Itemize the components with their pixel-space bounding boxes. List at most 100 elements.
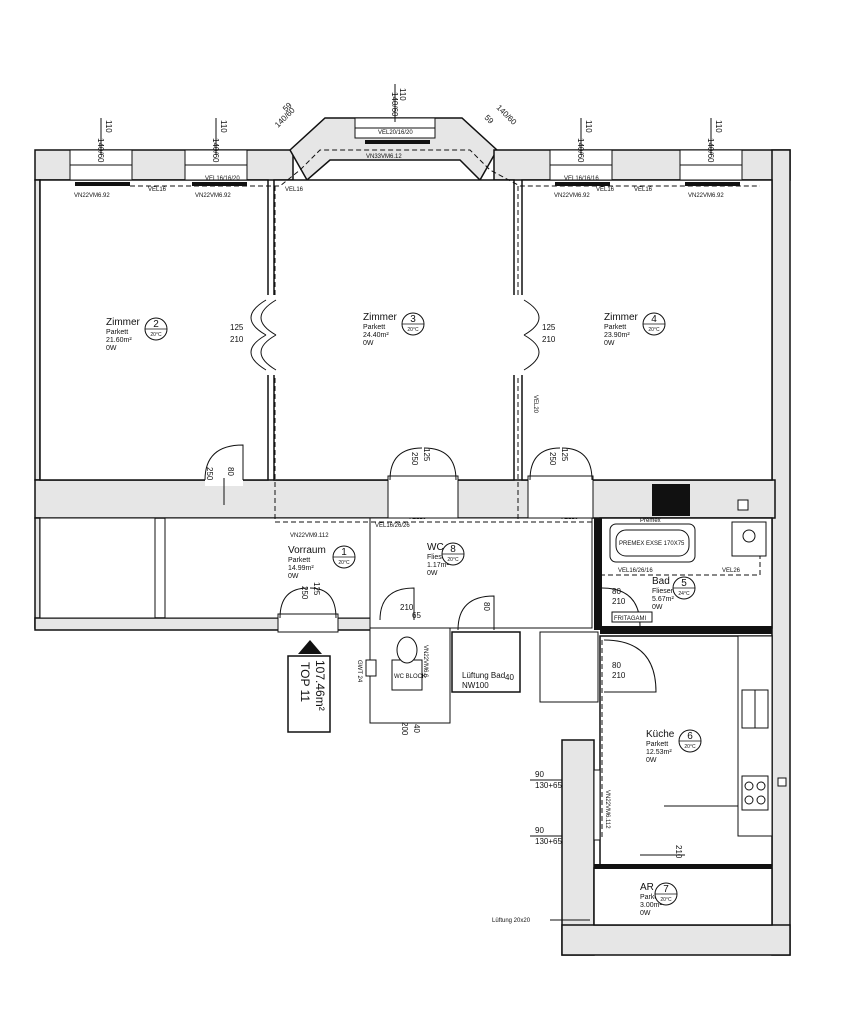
room-name: Vorraum [288,545,326,556]
unit-arrow-icon [298,640,322,654]
bath-washbasin-bowl [742,529,756,543]
room-watt: 0W [646,757,657,764]
bottom-wall [561,924,791,956]
door-bad-width: 80 [612,587,621,596]
gas-heater [365,659,377,677]
pipe-bath [600,530,761,576]
shaft-block [652,484,690,516]
heater-2-label: VN22VM6.92 [195,193,231,199]
room-temp: 20°C [660,897,672,903]
stove-burner-1 [744,781,754,791]
room-area: 23.90m² [604,332,630,339]
fritagami-box [611,611,653,623]
room-number: 4 [651,314,657,325]
door-34-height: 210 [542,335,556,344]
door-lb-width: 80 [482,602,491,611]
room-floor: Parkett [646,741,668,748]
unit-label: TOP 11 [298,662,312,702]
window-5-height: 110 [714,120,723,133]
room-name: AR [640,882,654,893]
corner-marker-2 [777,777,787,787]
room-floor: Parkett [604,324,626,331]
lueftung-bad-nw: NW100 [462,681,489,690]
heater-1 [75,182,130,186]
room-lueftung-bad [451,631,521,693]
room-area: 1.17m² [427,562,449,569]
room-wc-area [369,517,593,629]
dim-130-1: 130+65 [535,781,562,790]
door-kueche-height: 210 [612,671,626,680]
room-name: WC [427,542,444,553]
room-floor: Parkett [640,894,662,901]
bathtub-label: PREMEX EXSE 170X75 [619,541,685,547]
room-watt: 0W [288,573,299,580]
unit-area: 107.46m² [313,660,327,711]
room-name: Bad [652,576,670,587]
window-2-size: 140/60 [211,138,220,163]
door-z4-swing [529,447,593,481]
room-number: 7 [663,884,669,895]
room-temp: 20°C [447,557,459,563]
wc-toilet [396,636,418,664]
room-number: 5 [681,578,687,589]
room-number: 6 [687,731,693,742]
window-1-size: 140/60 [96,138,105,163]
heater-3-label: VN33VM6.12 [366,154,402,160]
room-area: 12.53m² [646,749,672,756]
gas-heater-label: GWT 24 [356,660,362,683]
corner-marker-1 [737,499,749,511]
door-wc-width: 65 [412,611,421,620]
room-number: 3 [410,314,416,325]
room-number: 1 [341,547,347,558]
lueftung-bad-label: Lüftung Bad [462,671,505,680]
room-area: 5.67m² [652,596,674,603]
right-outer-wall [771,149,791,956]
pipe-label-10: VEL26 [722,568,741,574]
window-bay-right-height: 59 [483,113,496,126]
room-zimmer-3-area [273,179,515,481]
kitchen-ar-wall [594,864,772,869]
room-name: Zimmer [363,312,398,323]
room-schacht [539,631,599,703]
window-2-height: 110 [219,120,228,133]
facade-wall-right [493,149,791,181]
room-name: Küche [646,729,675,740]
lower-left-wall [34,517,41,629]
sup-200: 200 [400,722,409,736]
wc-block [391,659,423,691]
door-kueche-width: 80 [612,661,621,670]
room-temp: 20°C [150,332,162,338]
room-area: 21.60m² [106,337,132,344]
room-floor: Parkett [288,557,310,564]
door-z2-height: 250 [205,467,214,481]
heater-5 [685,182,740,186]
window-1-height: 110 [104,120,113,133]
room-watt: 0W [363,340,374,347]
stove-burner-4 [756,795,766,805]
dim-130-2: 130+65 [535,837,562,846]
heating: VN22VM6.92 VN22VM6.92 VN33VM6.12 VN22VM6… [74,130,761,841]
fixtures: PREMEX EXSE 170X75 Premex FRITAGAMI WC B… [356,518,773,837]
heater-2 [192,182,247,186]
room-watt: 0W [652,604,663,611]
room-temp: 20°C [648,327,660,333]
door-34-width: 125 [542,323,556,332]
door-entry-swing [279,587,337,619]
pipe-label-4: VEL20/16/20 [378,130,413,136]
door-z3-gap [387,475,459,519]
wc-block-label: WC BLOCK [394,674,426,680]
door-34-gap [512,295,524,375]
door-entry-gap [277,613,339,633]
kitchen-stove [741,775,769,811]
room-area: 24.40m² [363,332,389,339]
room-floor: Fliesen [427,554,450,561]
pipe-label-7: VEL16/26/16 [618,568,653,574]
dim-90-1: 90 [535,770,544,779]
